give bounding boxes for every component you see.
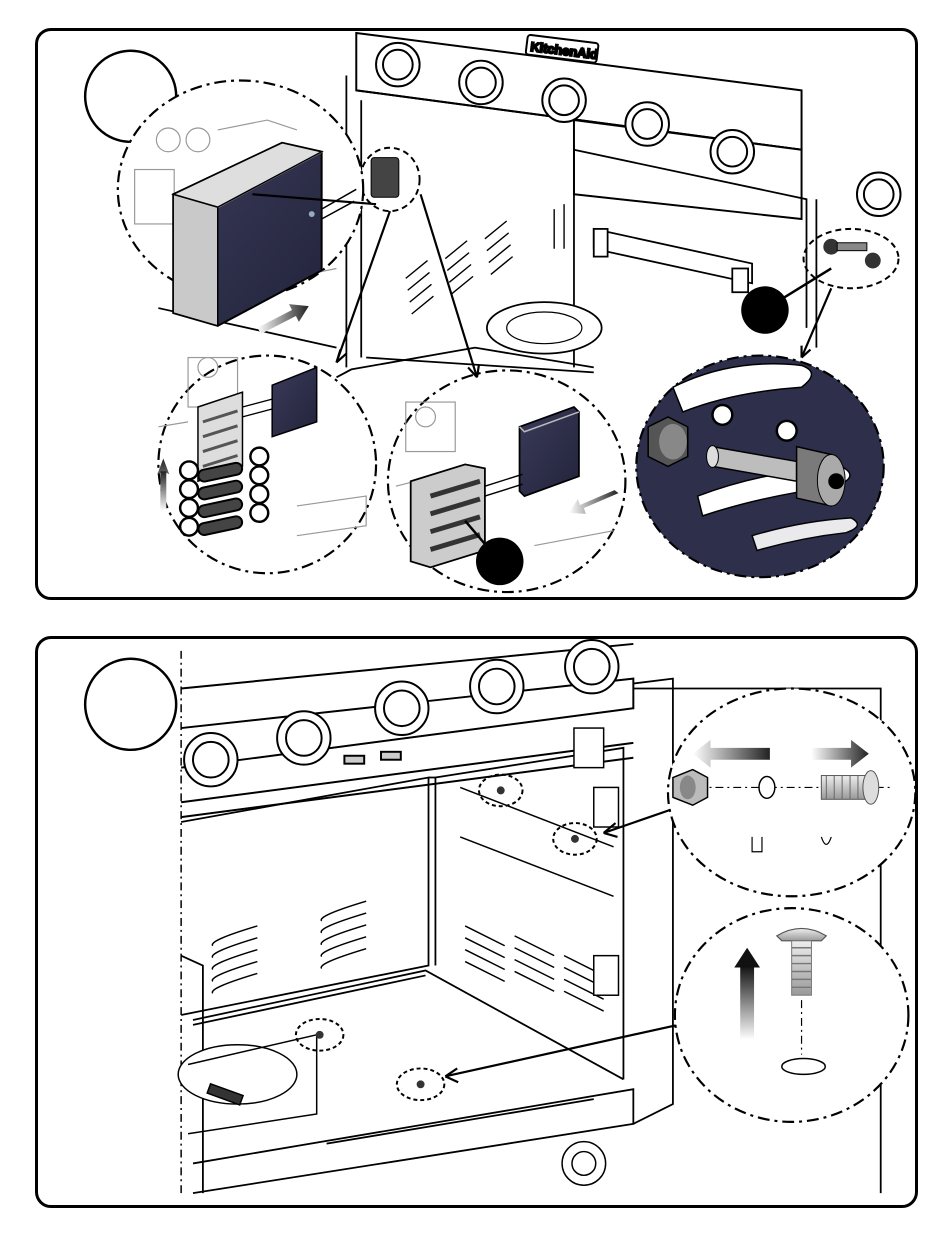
step-bottom-illustration [38, 639, 915, 1205]
knob-icon [542, 78, 586, 122]
callout-marker-icon [712, 405, 732, 425]
knob-icon [711, 130, 755, 174]
door-hinges [574, 728, 619, 995]
screw-icons [316, 786, 579, 1088]
callout-hinge-bolt [668, 688, 915, 896]
grill-control-panel: KitchenAid [356, 33, 801, 219]
burner-assembly [178, 1035, 317, 1134]
callout-marker-icon [777, 421, 797, 441]
knob-icon [857, 173, 901, 217]
callout-marker-icon [250, 504, 268, 522]
callout-marker-icon [250, 485, 268, 503]
step-number-circle [85, 659, 176, 750]
callout-bottom-screw [675, 908, 909, 1122]
callout-ignitor-assembled [388, 370, 625, 592]
bolt-icon [821, 771, 878, 805]
callout-battery-module [118, 80, 363, 333]
callout-marker-icon [180, 461, 198, 479]
knob-icon [625, 102, 669, 146]
callout-marker-icon [741, 286, 788, 333]
arrow-icon [257, 304, 308, 334]
callout-valve-location [804, 229, 899, 288]
knob-icon [376, 43, 420, 87]
callout-marker-icon [250, 448, 268, 466]
caster-wheel [562, 1142, 606, 1186]
knob-icon [565, 640, 618, 693]
washer-icon [782, 1059, 826, 1075]
step-panel-top: KitchenAid [35, 28, 918, 600]
callout-marker-icon [180, 499, 198, 517]
knob-icon [470, 660, 523, 713]
knob-icon [184, 733, 237, 786]
step-top-illustration: KitchenAid [38, 31, 915, 597]
nut-icon [673, 770, 708, 806]
knob-icon [459, 61, 503, 105]
callout-marker-icon [250, 466, 268, 484]
valve-fitting-small [823, 239, 880, 269]
knob-icon [277, 711, 330, 764]
callout-ignitor-wires-left [157, 356, 376, 574]
burner-bowl [487, 302, 602, 353]
knob-icon [375, 682, 428, 735]
ignitor-box-small [371, 158, 399, 198]
control-knobs [184, 640, 618, 786]
callout-marker-icon [180, 518, 198, 536]
washer-icon [759, 777, 775, 799]
nut-icon [648, 417, 688, 466]
callout-marker-icon [180, 480, 198, 498]
step-panel-bottom [35, 636, 918, 1208]
